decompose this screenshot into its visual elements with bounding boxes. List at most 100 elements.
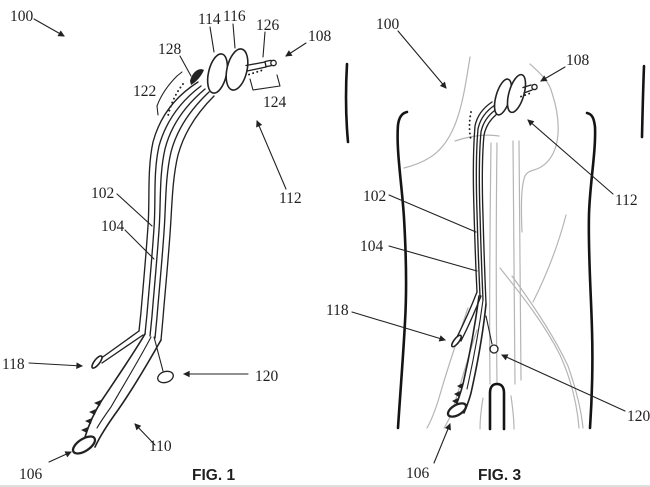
fig3-drawing: 100 108 112 102 104 118 120 106 FIG. 3 <box>326 16 650 484</box>
fig1-bracket-122 <box>156 71 183 116</box>
fig3-torso-edge-right <box>585 111 597 430</box>
fig3-leader-lines <box>351 30 626 464</box>
fig1-retention-disks <box>206 48 249 94</box>
leader-106-fig1 <box>48 451 72 463</box>
ref-numeral-100-fig1: 100 <box>10 8 34 25</box>
fig1-lumen-line <box>160 95 215 341</box>
fig1-lumen-line <box>149 88 206 337</box>
ref-numeral-102-fig1: 102 <box>91 185 114 202</box>
leader-112-fig1 <box>256 120 287 190</box>
leader-102-fig1 <box>116 193 153 227</box>
fig1-lumen-line <box>154 91 210 339</box>
fig3-torso-edge-left <box>396 110 409 430</box>
leader-100-fig3 <box>397 30 447 89</box>
leader-118-fig1 <box>28 362 83 369</box>
fig1-lumen-line <box>144 85 202 335</box>
fig1-branch-flare-tip <box>91 355 103 369</box>
fig3-branch-wall <box>456 291 478 338</box>
fig1-connector-shaft-bottom <box>246 66 267 72</box>
ref-numeral-100-fig3: 100 <box>376 16 400 33</box>
fig3-pelvis-line <box>510 395 515 430</box>
fig1-connector-shaft-top <box>245 61 266 67</box>
ref-numeral-118-fig3: 118 <box>326 302 349 319</box>
ref-numeral-114-fig1: 114 <box>198 11 221 28</box>
leader-110-fig1 <box>134 423 156 446</box>
fig3-neck-left-outline <box>403 56 471 169</box>
fig3-torso-edge-far-left <box>344 62 350 144</box>
ref-numeral-118-fig1: 118 <box>2 356 25 373</box>
fig1-distal-tip-106 <box>71 435 97 455</box>
leader-116-fig1 <box>232 23 236 49</box>
fig3-tube-wall-left <box>455 295 480 407</box>
ref-numeral-128-fig1: 128 <box>158 41 182 58</box>
fig1-branch-wall <box>99 330 140 360</box>
ref-numeral-112-fig3: 112 <box>615 192 638 209</box>
fig3-lumen-line <box>472 101 493 293</box>
fig3-branch-flare-tip <box>450 334 463 348</box>
fig1-dashed-guidewire <box>167 83 184 117</box>
fig1-retention-disk-116 <box>225 48 249 91</box>
fig1-lumen-line <box>138 81 199 332</box>
ref-numeral-110-fig1: 110 <box>149 438 172 455</box>
fig3-trachea-line <box>488 142 492 385</box>
ref-numeral-120-fig1: 120 <box>255 368 279 385</box>
fig3-spine-line <box>512 140 516 385</box>
fig3-barb <box>457 383 463 389</box>
fig1-distal-tube <box>71 333 162 455</box>
fig1-leader-lines <box>28 18 307 463</box>
fig3-connector-shaft-top <box>522 84 532 89</box>
ref-numeral-112-fig1: 112 <box>279 190 302 207</box>
ref-numeral-104-fig3: 104 <box>360 238 384 255</box>
ref-numeral-108-fig3: 108 <box>566 52 590 69</box>
fig1-reference-numerals: 100 128 114 116 126 108 122 124 112 102 … <box>2 8 332 483</box>
leader-104-fig3 <box>388 245 478 272</box>
fig1-barb <box>89 409 96 415</box>
fig1-bracket-124 <box>249 74 281 91</box>
leader-102-fig3 <box>388 194 477 233</box>
leader-118-fig3 <box>351 311 446 342</box>
leader-120-fig3 <box>501 354 626 412</box>
fig3-spine-line <box>518 140 522 381</box>
fig1-anchor-tether <box>153 336 164 372</box>
fig3-caption: FIG. 3 <box>478 467 521 484</box>
fig3-vessel-right <box>511 275 584 429</box>
fig3-lumen-line <box>478 107 499 301</box>
ref-numeral-104-fig1: 104 <box>101 218 125 235</box>
ref-numeral-102-fig3: 102 <box>363 188 386 205</box>
fig3-catheter <box>446 73 538 418</box>
fig3-retention-disk <box>506 73 527 114</box>
leader-128-fig1 <box>179 55 192 77</box>
leader-114-fig1 <box>209 26 215 53</box>
fig3-connector-ball <box>531 83 538 91</box>
fig3-distal-tip-106 <box>446 402 468 418</box>
fig3-connector-shaft-bottom <box>523 89 533 94</box>
fig3-branch-wall <box>460 295 482 342</box>
fig3-torso-edge-far-right <box>640 64 646 139</box>
ref-numeral-124-fig1: 124 <box>263 94 287 111</box>
fig3-reference-numerals: 100 108 112 102 104 118 120 106 <box>326 16 650 482</box>
fig1-barb <box>85 418 92 424</box>
fig1-anchor <box>153 336 174 384</box>
fig1-caption: FIG. 1 <box>192 467 235 484</box>
leader-108-fig1 <box>285 42 307 57</box>
fig1-anchor-ellipse-120 <box>157 370 174 384</box>
fig1-drawing: 100 128 114 116 126 108 122 124 112 102 … <box>2 8 332 484</box>
fig3-lumen-line <box>475 104 496 297</box>
ref-numeral-116-fig1: 116 <box>223 8 246 25</box>
fig3-anchor-tether <box>485 315 493 345</box>
fig3-anchor-ellipse-120 <box>489 344 499 354</box>
leader-126-fig1 <box>262 31 266 58</box>
fig1-hub-flap <box>190 69 204 85</box>
leader-106-fig3 <box>433 423 451 464</box>
fig1-branch-wall <box>101 334 144 364</box>
fig3-body-outline <box>344 62 646 431</box>
fig3-dashed-guidewire <box>468 111 472 141</box>
ref-numeral-108-fig1: 108 <box>308 28 332 45</box>
ref-numeral-126-fig1: 126 <box>256 17 280 34</box>
fig3-lumen-line <box>481 110 502 305</box>
leader-100-fig1 <box>33 18 65 37</box>
fig1-catheter-bundle <box>138 81 215 341</box>
fig3-anatomy-lines <box>403 56 584 430</box>
